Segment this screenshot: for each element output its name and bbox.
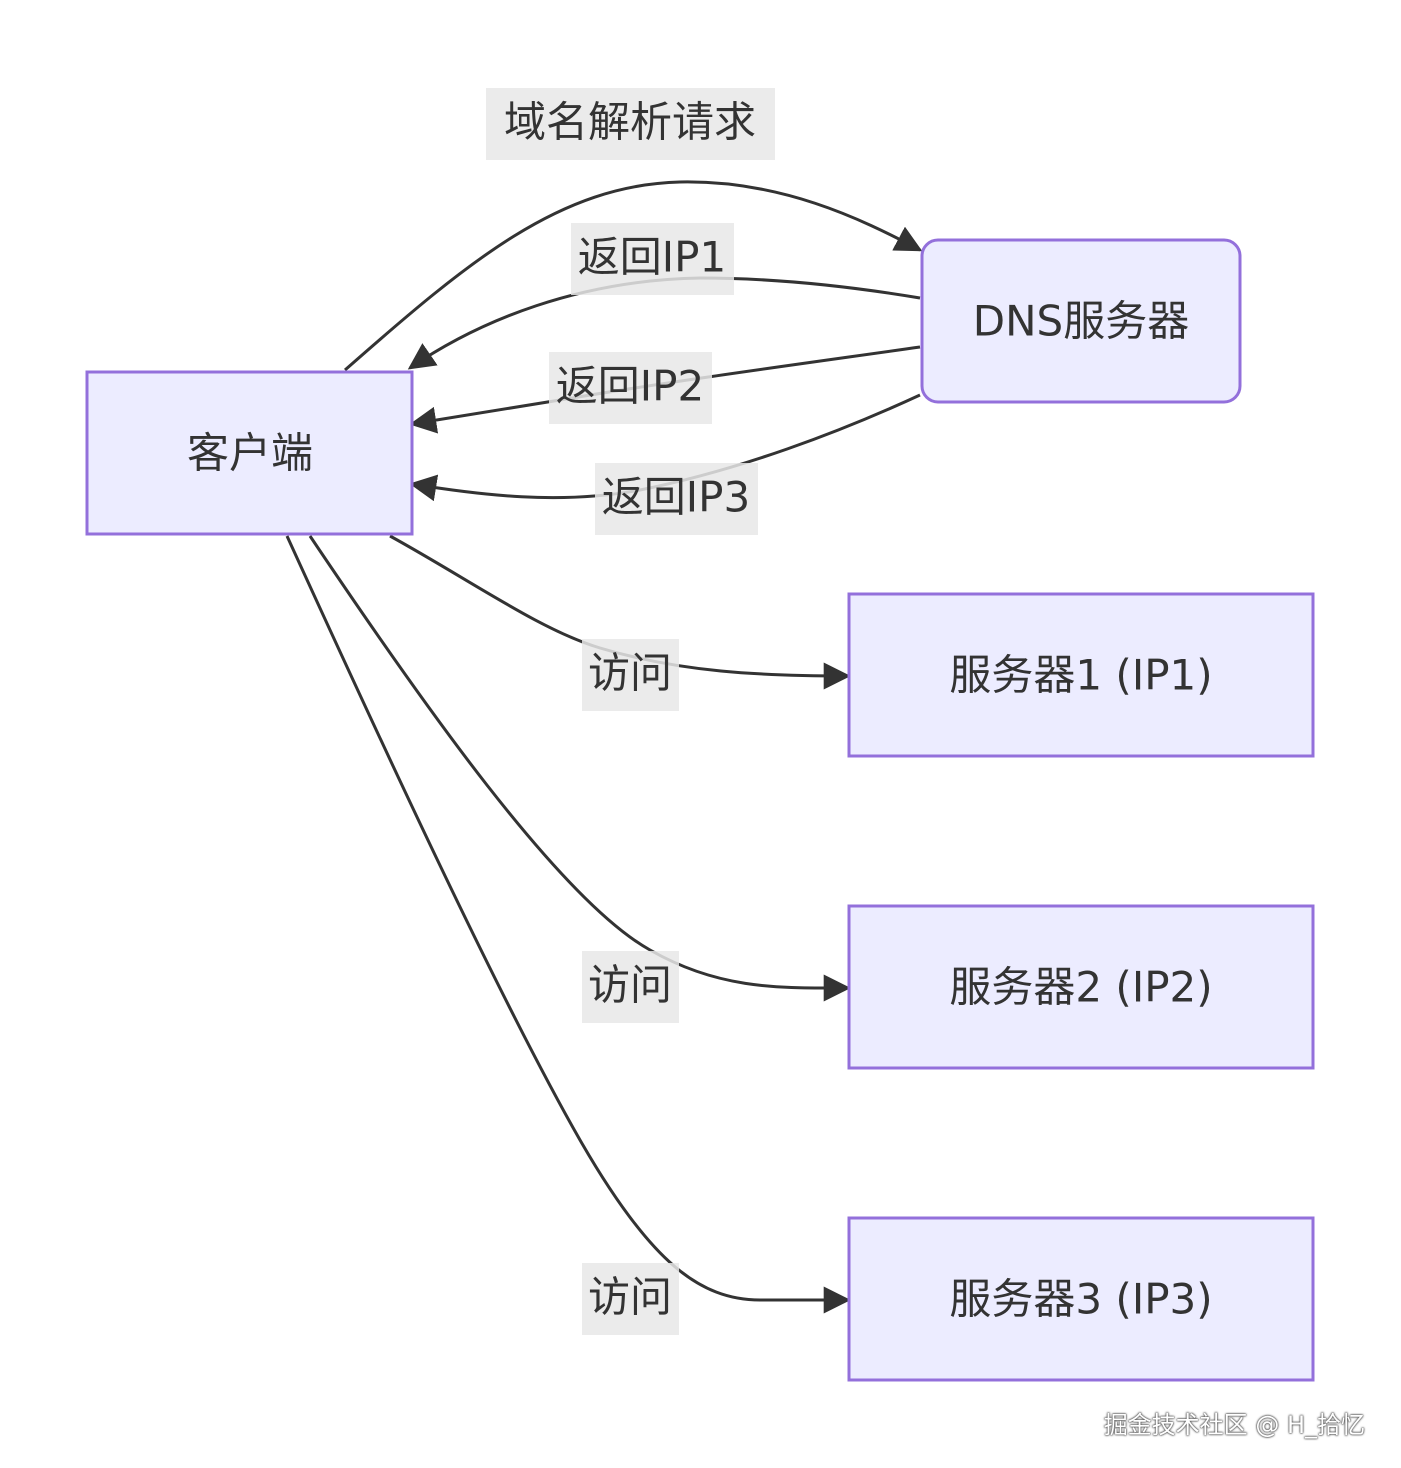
edge-visit2 [308, 535, 851, 1002]
nodes: 客户端 DNS服务器 服务器1 (IP1) 服务器2 (IP2) 服务器3 (I… [85, 238, 1315, 1382]
edge-label-return-ip1-text: 返回IP1 [578, 233, 726, 282]
edge-label-visit2: 访问 [582, 951, 679, 1023]
node-client[interactable]: 客户端 [85, 370, 414, 536]
edges [285, 180, 923, 1314]
edge-label-visit1-text: 访问 [588, 649, 672, 698]
edge-visit3 [285, 535, 851, 1314]
node-server-1[interactable]: 服务器1 (IP1) [847, 592, 1315, 758]
edge-label-return-ip2-text: 返回IP2 [556, 362, 704, 411]
node-client-label: 客户端 [187, 429, 313, 478]
watermark: 掘金技术社区 @ H_拾忆 [1103, 1411, 1365, 1439]
edge-label-return-ip3: 返回IP3 [595, 463, 758, 535]
edge-label-request: 域名解析请求 [486, 88, 775, 160]
edge-label-return-ip1: 返回IP1 [571, 223, 734, 295]
edge-label-return-ip3-text: 返回IP3 [602, 473, 750, 522]
node-server-3-label: 服务器3 (IP3) [949, 1275, 1212, 1324]
edge-label-request-text: 域名解析请求 [504, 98, 756, 147]
node-dns-server-label: DNS服务器 [973, 297, 1189, 346]
edge-label-visit1: 访问 [582, 639, 679, 711]
node-dns-server[interactable]: DNS服务器 [920, 238, 1242, 404]
edge-labels: 域名解析请求 返回IP1 返回IP2 返回IP3 访问 访问 访问 [486, 88, 775, 1335]
edge-label-visit2-text: 访问 [588, 961, 672, 1010]
node-server-2[interactable]: 服务器2 (IP2) [847, 904, 1315, 1070]
node-server-3[interactable]: 服务器3 (IP3) [847, 1216, 1315, 1382]
edge-label-return-ip2: 返回IP2 [549, 352, 712, 424]
edge-label-visit3: 访问 [582, 1263, 679, 1335]
edge-request [344, 180, 923, 372]
edge-label-visit3-text: 访问 [588, 1273, 672, 1322]
node-server-1-label: 服务器1 (IP1) [949, 651, 1212, 700]
node-server-2-label: 服务器2 (IP2) [949, 963, 1212, 1012]
